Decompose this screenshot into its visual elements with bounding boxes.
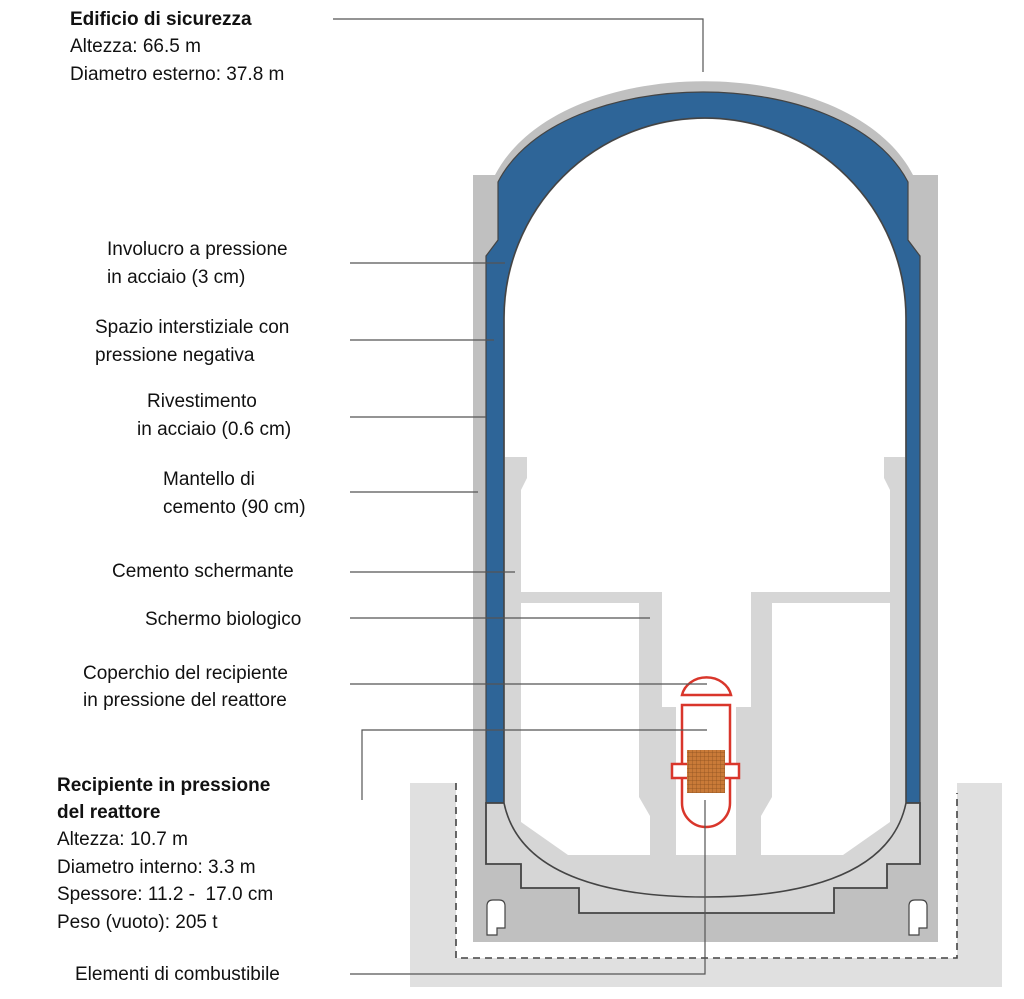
vessel-weight: Peso (vuoto): 205 t (57, 912, 218, 933)
vessel-head (680, 676, 733, 697)
left-room (521, 603, 650, 855)
label-spazio: Spazio interstiziale con (95, 317, 289, 338)
pit-dashed-outline (455, 783, 958, 959)
label-involucro-2: in acciaio (3 cm) (107, 267, 245, 288)
right-room (761, 603, 890, 855)
drain-opening-right (908, 899, 928, 936)
building-height: Altezza: 66.5 m (70, 36, 201, 57)
drain-opening-left (486, 899, 506, 936)
interior-space (505, 119, 905, 855)
building-diameter: Diametro esterno: 37.8 m (70, 64, 284, 85)
vessel-title: Recipiente in pressione (57, 775, 270, 796)
label-cemento-schermante: Cemento schermante (112, 561, 294, 582)
vessel-diameter: Diametro interno: 3.3 m (57, 857, 256, 878)
label-coperchio: Coperchio del recipiente (83, 663, 288, 684)
label-mantello: Mantello di (163, 469, 255, 490)
label-rivestimento: Rivestimento (147, 391, 257, 412)
steel-liner (503, 117, 907, 898)
leader-building (333, 18, 704, 72)
label-elementi: Elementi di combustibile (75, 964, 280, 985)
leader-recipiente (361, 729, 707, 800)
label-involucro: Involucro a pressione (107, 239, 288, 260)
leader-elementi (350, 800, 706, 975)
vessel-thickness: Spessore: 11.2 - 17.0 cm (57, 884, 273, 905)
vessel-title-2: del reattore (57, 802, 160, 823)
label-coperchio-2: in pressione del reattore (83, 690, 287, 711)
building-title: Edificio di sicurezza (70, 9, 252, 30)
vessel-height: Altezza: 10.7 m (57, 829, 188, 850)
fuel-core (687, 750, 725, 793)
label-schermo-biologico: Schermo biologico (145, 609, 301, 630)
label-mantello-2: cemento (90 cm) (163, 497, 306, 518)
label-spazio-2: pressione negativa (95, 345, 255, 366)
label-rivestimento-2: in acciaio (0.6 cm) (137, 419, 291, 440)
